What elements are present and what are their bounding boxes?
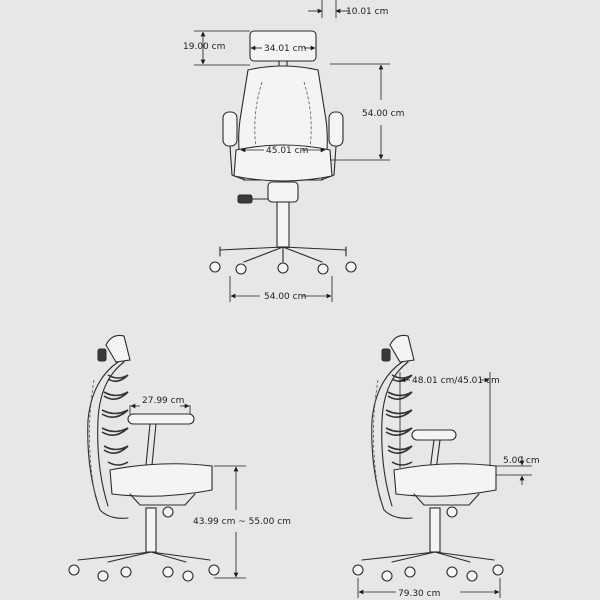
left-armrest (222, 111, 238, 147)
side-right-dimensions: 48.01 cm/45.01 cm 5.00 cm 79.30 cm (357, 372, 540, 599)
caster (120, 566, 132, 578)
caster (381, 570, 393, 582)
caster (182, 570, 194, 582)
caster (162, 566, 174, 578)
caster (446, 566, 458, 578)
seat-depth-label: 48.01 cm/45.01 cm (412, 376, 500, 386)
caster (68, 564, 80, 576)
right-armrest (328, 111, 344, 147)
seat-height-label: 43.99 cm ~ 55.00 cm (193, 517, 291, 527)
caster (277, 262, 289, 274)
adjust-knob (237, 194, 253, 204)
front-dimensions: 10.01 cm 19.00 cm 34.01 cm 54.00 cm 45.0… (183, 0, 404, 302)
caster (208, 564, 220, 576)
seat-width-label: 45.01 cm (266, 146, 308, 156)
top-offset-label: 10.01 cm (346, 7, 388, 17)
side-view-left (68, 334, 220, 582)
headrest-height-label: 19.00 cm (183, 42, 225, 52)
total-depth-label: 79.30 cm (398, 589, 440, 599)
seat (233, 144, 333, 182)
caster (235, 263, 247, 275)
arm-adjust-label: 5.00 cm (503, 456, 540, 466)
headrest (105, 334, 131, 363)
caster (492, 564, 504, 576)
side-left-dimensions: 27.99 cm 43.99 cm ~ 55.00 cm (129, 396, 291, 579)
caster (209, 261, 221, 273)
base-width-label: 54.00 cm (264, 292, 306, 302)
headrest (389, 334, 415, 363)
headrest-width-label: 34.01 cm (264, 44, 306, 54)
seat (109, 463, 213, 497)
side-view-right (352, 334, 504, 582)
caster (345, 261, 357, 273)
caster (466, 570, 478, 582)
caster (97, 570, 109, 582)
armrest (127, 413, 195, 425)
caster (404, 566, 416, 578)
back-height-label: 54.00 cm (362, 109, 404, 119)
armrest (411, 429, 457, 441)
headrest (249, 30, 317, 62)
seat (393, 463, 497, 497)
front-view (209, 30, 357, 275)
arm-depth-label: 27.99 cm (142, 396, 184, 406)
caster (352, 564, 364, 576)
caster (317, 263, 329, 275)
